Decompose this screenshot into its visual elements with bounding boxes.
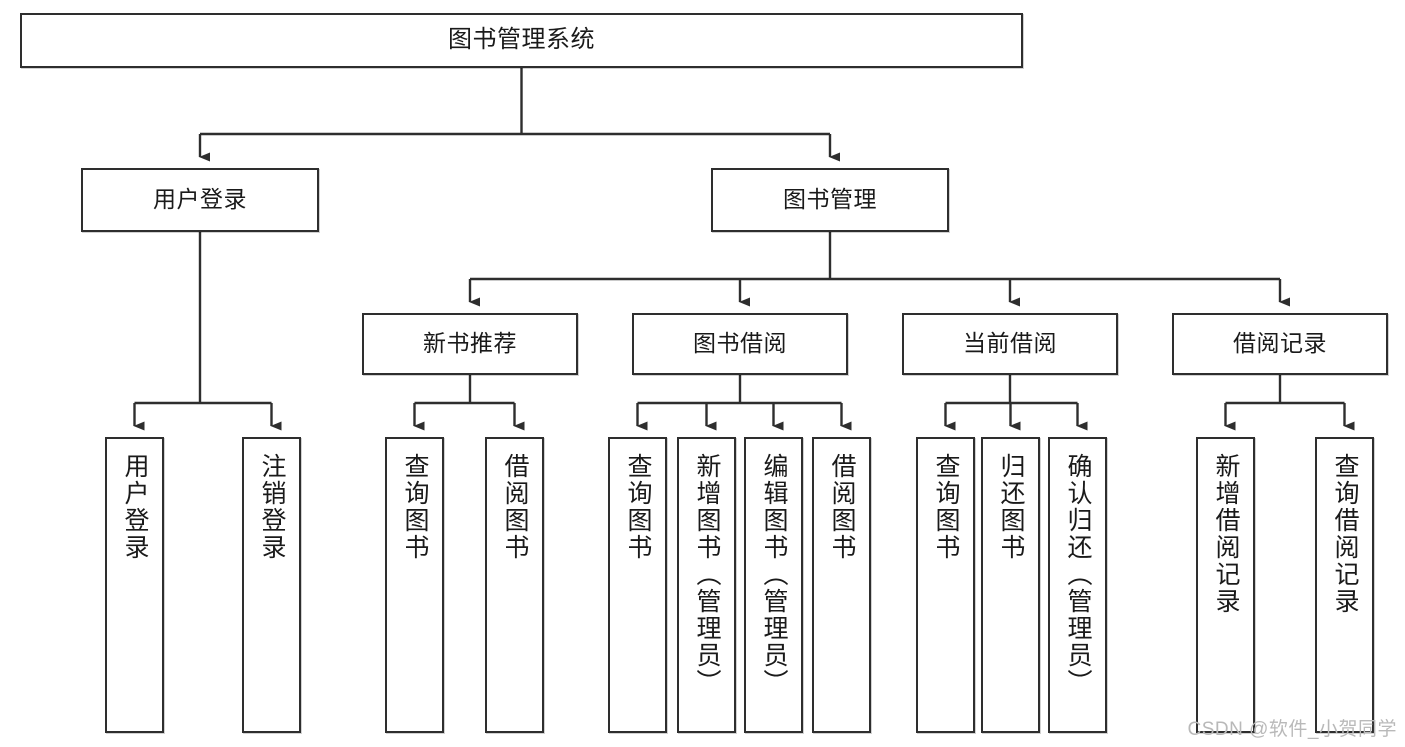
node-book-manage[interactable]: 图书管理: [711, 168, 949, 232]
node-leaf-user-login[interactable]: 用户登录: [105, 437, 164, 733]
node-root[interactable]: 图书管理系统: [20, 13, 1023, 68]
node-user-login[interactable]: 用户登录: [81, 168, 319, 232]
node-label-leaf-return-book: 归还图书: [997, 453, 1025, 561]
node-leaf-borrow-book[interactable]: 借阅图书: [812, 437, 871, 733]
node-label-new-book-recommend: 新书推荐: [423, 330, 517, 357]
node-leaf-edit-book[interactable]: 编辑图书（管理员）: [744, 437, 803, 733]
node-label-leaf-borrow-book-rec: 借阅图书: [501, 453, 529, 561]
node-label-root: 图书管理系统: [448, 26, 595, 54]
node-label-leaf-confirm-return: 确认归还（管理员）: [1064, 453, 1092, 696]
node-label-user-login: 用户登录: [153, 186, 247, 213]
node-label-book-manage: 图书管理: [783, 186, 877, 213]
node-label-leaf-query-book-current: 查询图书: [932, 453, 960, 561]
node-label-leaf-add-borrow-record: 新增借阅记录: [1212, 453, 1240, 615]
node-label-borrow-record: 借阅记录: [1233, 330, 1327, 357]
node-leaf-add-borrow-record[interactable]: 新增借阅记录: [1196, 437, 1255, 733]
node-label-leaf-user-login: 用户登录: [121, 453, 149, 561]
csdn-watermark: CSDN @软件_小贺同学: [1187, 719, 1397, 740]
node-label-leaf-edit-book: 编辑图书（管理员）: [760, 453, 788, 696]
node-leaf-query-book-current[interactable]: 查询图书: [916, 437, 975, 733]
node-leaf-add-book[interactable]: 新增图书（管理员）: [677, 437, 736, 733]
node-label-leaf-borrow-book: 借阅图书: [828, 453, 856, 561]
node-label-leaf-query-book-borrow: 查询图书: [624, 453, 652, 561]
node-leaf-confirm-return[interactable]: 确认归还（管理员）: [1048, 437, 1107, 733]
node-label-leaf-logout: 注销登录: [258, 453, 286, 561]
node-current-borrow[interactable]: 当前借阅: [902, 313, 1118, 375]
node-leaf-logout[interactable]: 注销登录: [242, 437, 301, 733]
node-leaf-borrow-book-rec[interactable]: 借阅图书: [485, 437, 544, 733]
node-leaf-query-book-rec[interactable]: 查询图书: [385, 437, 444, 733]
node-borrow-record[interactable]: 借阅记录: [1172, 313, 1388, 375]
node-label-book-borrow: 图书借阅: [693, 330, 787, 357]
node-label-leaf-query-book-rec: 查询图书: [401, 453, 429, 561]
node-leaf-query-borrow-record[interactable]: 查询借阅记录: [1315, 437, 1374, 733]
node-label-leaf-query-borrow-record: 查询借阅记录: [1331, 453, 1359, 615]
node-new-book-recommend[interactable]: 新书推荐: [362, 313, 578, 375]
node-book-borrow[interactable]: 图书借阅: [632, 313, 848, 375]
node-leaf-query-book-borrow[interactable]: 查询图书: [608, 437, 667, 733]
node-label-leaf-add-book: 新增图书（管理员）: [693, 453, 721, 696]
node-label-current-borrow: 当前借阅: [963, 330, 1057, 357]
node-leaf-return-book[interactable]: 归还图书: [981, 437, 1040, 733]
